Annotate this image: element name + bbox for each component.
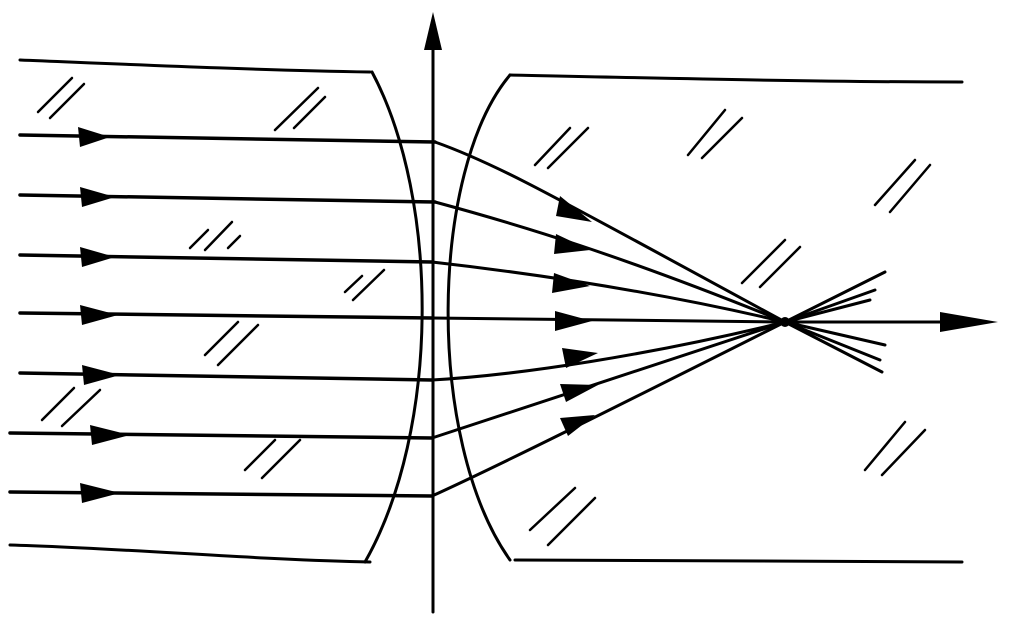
refracted-ray-5 [430,298,872,382]
hatch-marks [36,76,932,547]
incident-ray-6 [8,431,434,440]
arrow-icon [78,127,110,147]
incident-ray-7 [8,490,434,498]
refracted-ray-7 [430,270,887,498]
hatch-mark [686,108,744,160]
refracted-ray-2 [433,200,882,362]
arrow-icon [82,365,120,385]
glass-left-bottom-edge [8,543,372,564]
arrow-icon [562,348,598,368]
glass-right-top-edge [508,73,964,84]
optical-axis-arrow-icon [940,312,998,332]
arrow-icon [556,196,592,222]
lens-left-surface [363,70,424,564]
hatch-mark [533,126,590,170]
refracted-ray-6 [430,288,877,440]
arrow-icon [80,247,115,267]
glass-medium-left [8,58,424,564]
refracted-arrowheads [552,196,598,436]
hatch-mark [188,220,242,252]
hatch-mark [203,320,260,367]
refracted-ray-1 [433,140,884,374]
arrow-icon [80,483,120,503]
glass-medium-right [446,73,964,564]
hatch-mark [873,158,932,214]
arrow-icon [560,415,595,436]
glass-right-bottom-edge [513,558,964,564]
arrow-icon [554,234,590,254]
glass-left-top-edge [18,58,372,74]
arrow-icon [80,187,115,207]
optical-axis [783,312,998,332]
incident-rays [8,133,437,498]
refracted-ray-3 [430,260,887,347]
refracted-rays [430,140,887,498]
hatch-mark [343,268,386,302]
incident-arrowheads [78,127,130,503]
lens-right-surface [446,73,512,562]
arrow-icon [555,311,592,331]
focal-point [780,317,790,327]
arrow-icon [560,384,598,402]
arrow-icon [80,305,118,325]
hatch-mark [863,420,927,477]
arrow-icon [552,273,590,293]
hatch-mark [528,486,597,547]
hatch-mark [40,386,102,428]
refracted-ray-4 [430,316,787,324]
hatch-mark [740,238,802,289]
hatch-mark [273,86,327,132]
hatch-mark [243,438,302,480]
arrow-icon [90,425,130,445]
vertical-axis-arrow-icon [424,12,442,50]
hatch-mark [36,76,86,120]
incident-ray-5 [18,371,434,382]
vertical-axis [424,12,442,614]
